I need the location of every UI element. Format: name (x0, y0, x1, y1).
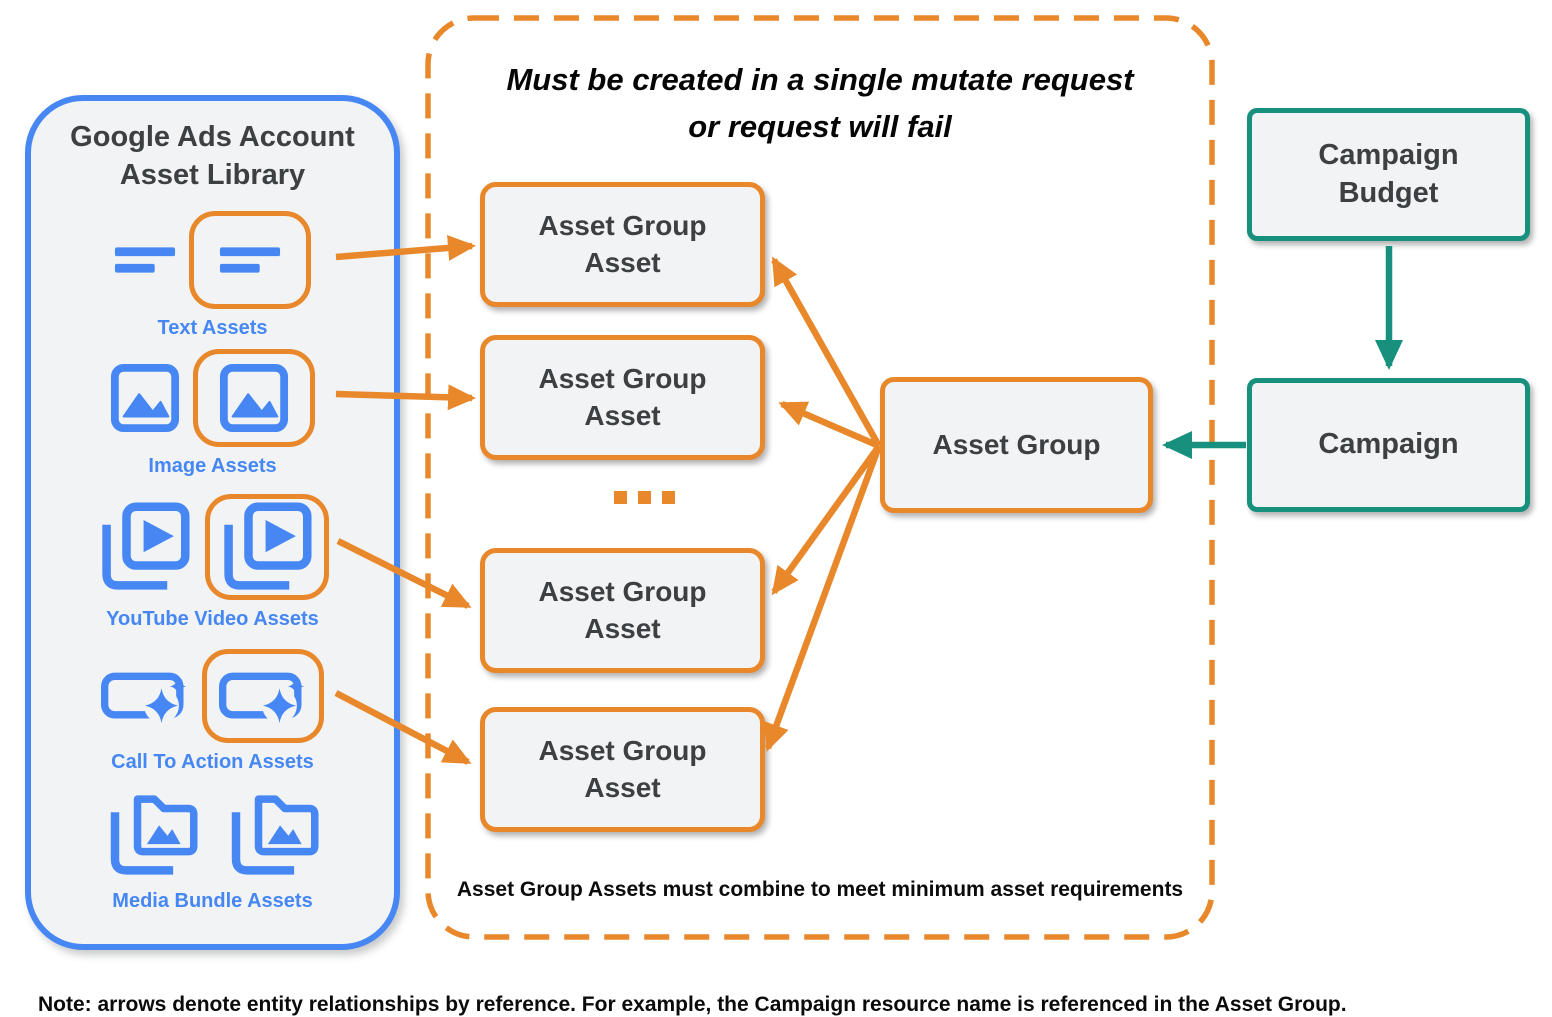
asset-group-asset-label-line1: Asset Group (538, 735, 707, 767)
mutate-title-line2: or request will fail (688, 108, 952, 144)
media-bundle-asset-icon-pair (105, 786, 321, 876)
text-asset-icon-pair (114, 211, 311, 309)
footnote: Note: arrows denote entity relationships… (38, 993, 1347, 1016)
asset-group-label: Asset Group (932, 428, 1101, 460)
campaign-box: Campaign (1247, 378, 1530, 512)
asset-group-asset-label-line2: Asset (584, 612, 661, 644)
asset-row-media: Media Bundle Assets (31, 786, 394, 913)
asset-group-asset-box-4: Asset Group Asset (480, 707, 765, 832)
selected-call-to-action-asset-frame (202, 649, 324, 743)
media-bundle-asset-icon (110, 795, 197, 875)
asset-row-youtube: YouTube Video Assets (31, 494, 394, 631)
youtube-video-asset-icon (101, 501, 190, 590)
mutate-panel-footer: Asset Group Assets must combine to meet … (456, 878, 1184, 901)
call-to-action-asset-icon (219, 672, 305, 723)
media-bundle-asset-icon (231, 795, 318, 875)
call-to-action-asset-icon (101, 672, 187, 723)
mutate-title-line1: Must be created in a single mutate reque… (506, 62, 1134, 97)
ellipsis-dots (614, 491, 675, 504)
library-title-line2: Asset Library (119, 158, 306, 191)
text-assets-label: Text Assets (157, 317, 268, 339)
image-asset-icon (110, 363, 180, 433)
asset-group-asset-label-line1: Asset Group (538, 576, 707, 608)
library-title: Google Ads Account Asset Library (31, 119, 394, 194)
image-assets-label: Image Assets (148, 455, 277, 477)
asset-row-cta: Call To Action Assets (31, 649, 394, 774)
text-asset-icon (114, 247, 176, 273)
selected-text-asset-frame (189, 211, 311, 309)
asset-group-asset-label-line2: Asset (584, 399, 661, 431)
selected-image-asset-frame (193, 349, 315, 447)
selected-youtube-video-asset-frame (204, 494, 329, 600)
youtube-video-asset-icon-pair (97, 494, 329, 600)
asset-group-box: Asset Group (880, 377, 1153, 513)
call-to-action-asset-icon-pair (101, 649, 324, 743)
mutate-panel-title: Must be created in a single mutate reque… (425, 57, 1215, 150)
media-bundle-assets-label: Media Bundle Assets (112, 890, 313, 912)
asset-group-asset-box-3: Asset Group Asset (480, 548, 765, 673)
youtube-video-assets-label: YouTube Video Assets (106, 608, 319, 630)
asset-row-image: Image Assets (31, 349, 394, 478)
image-asset-icon-pair (110, 349, 315, 447)
call-to-action-assets-label: Call To Action Assets (111, 751, 314, 773)
image-asset-icon (219, 363, 289, 433)
asset-group-asset-label-line1: Asset Group (538, 210, 707, 242)
campaign-budget-box: Campaign Budget (1247, 108, 1530, 241)
asset-group-asset-label-line2: Asset (584, 771, 661, 803)
campaign-budget-label-line2: Budget (1338, 176, 1439, 209)
asset-group-asset-box-2: Asset Group Asset (480, 335, 765, 460)
campaign-label: Campaign (1318, 428, 1459, 461)
text-asset-icon (219, 247, 281, 273)
asset-group-asset-label-line1: Asset Group (538, 363, 707, 395)
campaign-budget-label-line1: Campaign (1318, 138, 1459, 171)
asset-library-panel: Google Ads Account Asset Library Text As… (25, 95, 400, 950)
youtube-video-asset-icon (224, 501, 312, 590)
asset-group-asset-box-1: Asset Group Asset (480, 182, 765, 307)
asset-row-text: Text Assets (31, 211, 394, 340)
asset-group-asset-label-line2: Asset (584, 246, 661, 278)
library-title-line1: Google Ads Account (70, 121, 355, 153)
